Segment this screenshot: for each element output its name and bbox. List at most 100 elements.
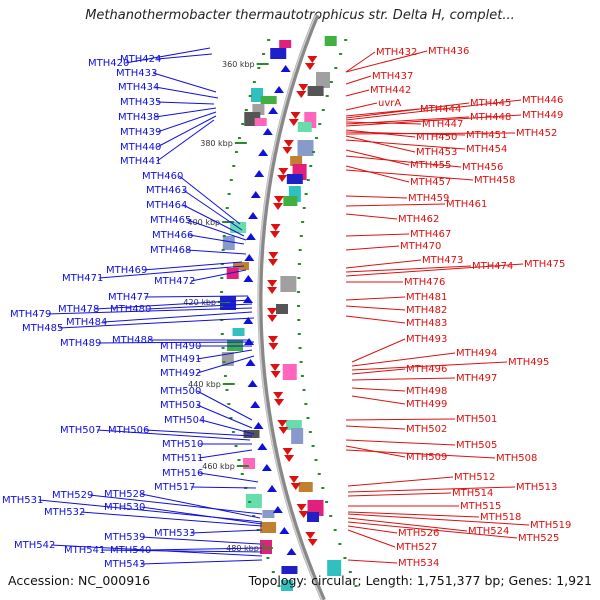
gene-label-MTH465[interactable]: MTH465 [150, 215, 191, 226]
gene-label-MTH513[interactable]: MTH513 [516, 482, 557, 493]
gene-label-MTH467[interactable]: MTH467 [410, 229, 451, 240]
gene-label-MTH541[interactable]: MTH541 [64, 545, 105, 556]
gene-label-MTH514[interactable]: MTH514 [452, 488, 493, 499]
gene-label-MTH542[interactable]: MTH542 [14, 540, 55, 551]
gene-label-MTH493[interactable]: MTH493 [406, 334, 447, 345]
gene-label-MTH499[interactable]: MTH499 [406, 399, 447, 410]
gene-label-MTH454[interactable]: MTH454 [466, 144, 507, 155]
gene-label-MTH445[interactable]: MTH445 [470, 98, 511, 109]
gene-label-MTH490[interactable]: MTH490 [160, 341, 201, 352]
gene-label-MTH526[interactable]: MTH526 [398, 528, 439, 539]
gene-label-MTH462[interactable]: MTH462 [398, 214, 439, 225]
gene-label-MTH506[interactable]: MTH506 [108, 425, 149, 436]
gene-label-MTH481[interactable]: MTH481 [406, 292, 447, 303]
gene-label-MTH505[interactable]: MTH505 [456, 440, 497, 451]
gene-label-MTH436[interactable]: MTH436 [428, 46, 469, 57]
gene-label-MTH502[interactable]: MTH502 [406, 424, 447, 435]
gene-label-MTH528[interactable]: MTH528 [104, 489, 145, 500]
gene-label-MTH469[interactable]: MTH469 [106, 265, 147, 276]
gene-label-MTH452[interactable]: MTH452 [516, 128, 557, 139]
gene-label-MTH453[interactable]: MTH453 [416, 147, 457, 158]
gene-label-MTH507[interactable]: MTH507 [60, 425, 101, 436]
gene-label-MTH478[interactable]: MTH478 [58, 304, 99, 315]
gene-label-MTH477[interactable]: MTH477 [108, 292, 149, 303]
gene-label-MTH463[interactable]: MTH463 [146, 185, 187, 196]
gene-label-MTH496[interactable]: MTH496 [406, 364, 447, 375]
gene-label-MTH527[interactable]: MTH527 [396, 542, 437, 553]
gene-label-MTH508[interactable]: MTH508 [496, 453, 537, 464]
gene-label-MTH420[interactable]: MTH420 [88, 58, 129, 69]
gene-label-MTH492[interactable]: MTH492 [160, 368, 201, 379]
gene-label-MTH503[interactable]: MTH503 [160, 400, 201, 411]
gene-label-MTH509[interactable]: MTH509 [406, 452, 447, 463]
gene-label-MTH451[interactable]: MTH451 [466, 130, 507, 141]
gene-label-MTH534[interactable]: MTH534 [398, 558, 439, 569]
gene-label-MTH540[interactable]: MTH540 [110, 545, 151, 556]
gene-label-MTH500[interactable]: MTH500 [160, 386, 201, 397]
gene-label-MTH512[interactable]: MTH512 [454, 472, 495, 483]
gene-label-MTH435[interactable]: MTH435 [120, 97, 161, 108]
gene-label-MTH525[interactable]: MTH525 [518, 533, 559, 544]
gene-label-MTH457[interactable]: MTH457 [410, 177, 451, 188]
gene-label-MTH441[interactable]: MTH441 [120, 156, 161, 167]
gene-label-MTH479[interactable]: MTH479 [10, 309, 51, 320]
gene-label-MTH483[interactable]: MTH483 [406, 318, 447, 329]
gene-label-MTH461[interactable]: MTH461 [446, 199, 487, 210]
gene-label-MTH498[interactable]: MTH498 [406, 386, 447, 397]
gene-label-MTH480[interactable]: MTH480 [110, 304, 151, 315]
gene-label-MTH530[interactable]: MTH530 [104, 502, 145, 513]
gene-label-MTH440[interactable]: MTH440 [120, 142, 161, 153]
gene-label-MTH442[interactable]: MTH442 [370, 85, 411, 96]
gene-label-MTH460[interactable]: MTH460 [142, 171, 183, 182]
gene-label-MTH532[interactable]: MTH532 [44, 507, 85, 518]
gene-label-MTH494[interactable]: MTH494 [456, 348, 497, 359]
gene-label-MTH464[interactable]: MTH464 [146, 200, 187, 211]
gene-label-MTH433[interactable]: MTH433 [116, 68, 157, 79]
gene-label-MTH446[interactable]: MTH446 [522, 95, 563, 106]
gene-label-MTH533[interactable]: MTH533 [154, 528, 195, 539]
gene-label-MTH482[interactable]: MTH482 [406, 305, 447, 316]
gene-label-MTH472[interactable]: MTH472 [154, 276, 195, 287]
gene-label-MTH448[interactable]: MTH448 [470, 112, 511, 123]
gene-label-MTH515[interactable]: MTH515 [460, 501, 501, 512]
gene-label-uvrA[interactable]: uvrA [378, 98, 401, 109]
gene-label-MTH471[interactable]: MTH471 [62, 273, 103, 284]
gene-label-MTH437[interactable]: MTH437 [372, 71, 413, 82]
gene-label-MTH438[interactable]: MTH438 [118, 112, 159, 123]
gene-label-MTH485[interactable]: MTH485 [22, 323, 63, 334]
gene-label-MTH450[interactable]: MTH450 [416, 132, 457, 143]
gene-label-MTH434[interactable]: MTH434 [118, 82, 159, 93]
gene-label-MTH539[interactable]: MTH539 [104, 532, 145, 543]
gene-label-MTH510[interactable]: MTH510 [162, 439, 203, 450]
gene-label-MTH484[interactable]: MTH484 [66, 317, 107, 328]
gene-label-MTH488[interactable]: MTH488 [112, 335, 153, 346]
gene-label-MTH473[interactable]: MTH473 [422, 255, 463, 266]
gene-label-MTH468[interactable]: MTH468 [150, 245, 191, 256]
gene-label-MTH459[interactable]: MTH459 [408, 193, 449, 204]
gene-label-MTH516[interactable]: MTH516 [162, 468, 203, 479]
gene-label-MTH466[interactable]: MTH466 [152, 230, 193, 241]
gene-label-MTH447[interactable]: MTH447 [422, 119, 463, 130]
gene-label-MTH511[interactable]: MTH511 [162, 453, 203, 464]
gene-label-MTH518[interactable]: MTH518 [480, 512, 521, 523]
gene-label-MTH444[interactable]: MTH444 [420, 104, 461, 115]
gene-label-MTH504[interactable]: MTH504 [164, 415, 205, 426]
gene-label-MTH519[interactable]: MTH519 [530, 520, 571, 531]
gene-label-MTH543[interactable]: MTH543 [104, 559, 145, 570]
gene-label-MTH491[interactable]: MTH491 [160, 354, 201, 365]
gene-label-MTH489[interactable]: MTH489 [60, 338, 101, 349]
gene-label-MTH497[interactable]: MTH497 [456, 373, 497, 384]
gene-label-MTH517[interactable]: MTH517 [154, 482, 195, 493]
gene-label-MTH456[interactable]: MTH456 [462, 162, 503, 173]
gene-label-MTH529[interactable]: MTH529 [52, 490, 93, 501]
gene-label-MTH439[interactable]: MTH439 [120, 127, 161, 138]
gene-label-MTH458[interactable]: MTH458 [474, 175, 515, 186]
gene-label-MTH432[interactable]: MTH432 [376, 47, 417, 58]
gene-label-MTH531[interactable]: MTH531 [2, 495, 43, 506]
gene-label-MTH476[interactable]: MTH476 [404, 277, 445, 288]
gene-label-MTH524[interactable]: MTH524 [468, 526, 509, 537]
gene-label-MTH449[interactable]: MTH449 [522, 110, 563, 121]
gene-label-MTH424[interactable]: MTH424 [120, 54, 161, 65]
gene-label-MTH455[interactable]: MTH455 [410, 160, 451, 171]
gene-label-MTH470[interactable]: MTH470 [400, 241, 441, 252]
